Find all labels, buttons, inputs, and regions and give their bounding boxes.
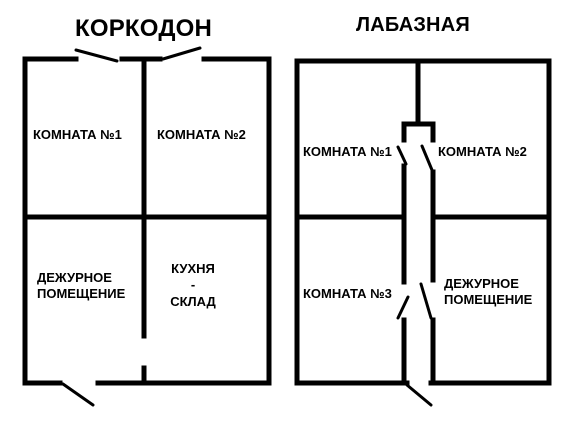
plan-title-korkodon: КОРКОДОН [75,15,213,42]
labaznaya-door-room1 [396,145,408,166]
labaznaya-door-room2 [420,144,434,172]
korkodon-door-top-left [74,48,119,63]
korkodon-door-entrance [61,382,95,407]
labaznaya-duty-room-label-line1: ДЕЖУРНОЕ [444,276,519,291]
korkodon-duty-room-label-line1: ДЕЖУРНОЕ [37,270,112,285]
labaznaya-room-1-label: КОМНАТА №1 [303,144,392,159]
labaznaya-room-2-label: КОМНАТА №2 [438,144,527,159]
korkodon-duty-room-label-line2: ПОМЕЩЕНИЕ [37,286,126,302]
labaznaya-room-3-label: КОМНАТА №3 [303,286,392,301]
plan-korkodon-walls [22,56,272,386]
korkodon-room-1-label: КОМНАТА №1 [33,127,122,142]
korkodon-room-2-label: КОМНАТА №2 [157,127,246,142]
korkodon-kitchen-label-line3: СКЛАД [170,293,216,309]
plan-title-labaznaya: ЛАБАЗНАЯ [356,14,470,36]
korkodon-kitchen-label-line2: - [190,277,196,293]
labaznaya-duty-room-label-line2: ПОМЕЩЕНИЕ [444,292,533,308]
plan-labaznaya-walls [294,58,552,386]
korkodon-kitchen-label: КУХНЯ - СКЛАД [166,261,220,310]
korkodon-door-top-right [161,46,202,61]
plan-korkodon-doors [61,46,202,407]
plan-labaznaya-doors [396,144,434,407]
labaznaya-door-entrance [405,383,433,407]
labaznaya-door-duty [419,282,433,320]
labaznaya-door-room3 [396,295,410,320]
labaznaya-duty-room-label: ДЕЖУРНОЕ ПОМЕЩЕНИЕ [444,276,532,309]
korkodon-duty-room-label: ДЕЖУРНОЕ ПОМЕЩЕНИЕ [37,270,125,303]
korkodon-kitchen-label-line1: КУХНЯ [171,261,215,276]
